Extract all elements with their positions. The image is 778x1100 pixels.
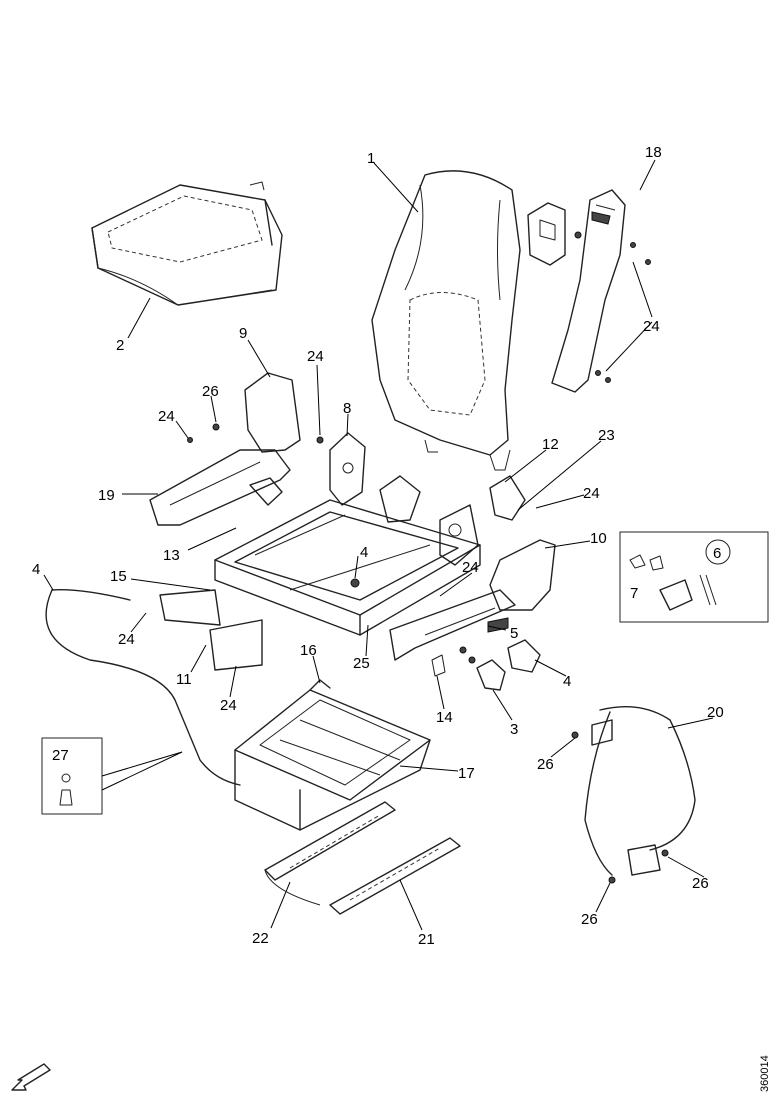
callout-4-cable: 4 bbox=[32, 561, 40, 578]
adjustment-handles bbox=[431, 639, 541, 691]
callout-17: 17 bbox=[458, 765, 475, 782]
callout-24-backrest: 24 bbox=[643, 318, 660, 335]
callout-1: 1 bbox=[367, 150, 375, 167]
arrow-down-left-icon bbox=[11, 1063, 51, 1091]
callout-26-belt-right: 26 bbox=[692, 875, 709, 892]
callout-27: 27 bbox=[52, 747, 69, 764]
callout-21: 21 bbox=[418, 931, 435, 948]
seat-backrest bbox=[371, 170, 521, 471]
seat-frame bbox=[214, 499, 481, 636]
seat-base-suspension bbox=[234, 679, 431, 831]
callout-2: 2 bbox=[116, 337, 124, 354]
callout-15: 15 bbox=[110, 568, 127, 585]
callout-14: 14 bbox=[436, 709, 453, 726]
callout-10: 10 bbox=[590, 530, 607, 547]
leader-lines bbox=[43, 159, 714, 931]
callout-16: 16 bbox=[300, 642, 317, 659]
callout-26-belt-top: 26 bbox=[537, 756, 554, 773]
callout-25: 25 bbox=[353, 655, 370, 672]
callout-11: 11 bbox=[176, 671, 192, 688]
release-cable bbox=[45, 589, 263, 786]
seat-belt bbox=[571, 705, 696, 884]
callout-24-upper: 24 bbox=[307, 348, 324, 365]
callout-22: 22 bbox=[252, 930, 269, 947]
callout-23: 23 bbox=[598, 427, 615, 444]
callout-3: 3 bbox=[510, 721, 518, 738]
callout-18: 18 bbox=[645, 144, 662, 161]
callout-8: 8 bbox=[343, 400, 351, 417]
callout-20: 20 bbox=[707, 704, 724, 721]
backrest-rear-cover bbox=[527, 189, 651, 393]
callout-9: 9 bbox=[239, 325, 247, 342]
callout-26-belt-bottom: 26 bbox=[581, 911, 598, 928]
seat-rails bbox=[264, 801, 461, 915]
callout-7: 7 bbox=[630, 585, 638, 602]
callout-24-right: 24 bbox=[583, 485, 600, 502]
callout-24-left: 24 bbox=[158, 408, 175, 425]
callout-12: 12 bbox=[542, 436, 559, 453]
callout-13: 13 bbox=[163, 547, 180, 564]
callout-labels: 1 2 3 4 4 4 5 6 7 8 9 10 11 12 13 14 15 … bbox=[32, 144, 724, 948]
side-trim-panel-right bbox=[389, 539, 556, 661]
callout-19: 19 bbox=[98, 487, 115, 504]
callout-26-left: 26 bbox=[202, 383, 219, 400]
callout-6: 6 bbox=[713, 545, 721, 562]
callout-24-cable: 24 bbox=[118, 631, 135, 648]
callout-4-knob: 4 bbox=[563, 673, 571, 690]
inset-fastener-box bbox=[41, 737, 183, 815]
callout-24-trim: 24 bbox=[462, 559, 479, 576]
inset-detail-box bbox=[619, 531, 769, 623]
callout-4-frame: 4 bbox=[360, 544, 368, 561]
reference-code: 360014 bbox=[759, 1055, 771, 1092]
seat-cushion bbox=[91, 181, 283, 306]
callout-24-lower: 24 bbox=[220, 697, 237, 714]
side-trim-panel-left bbox=[149, 372, 324, 526]
callout-5: 5 bbox=[510, 625, 518, 642]
